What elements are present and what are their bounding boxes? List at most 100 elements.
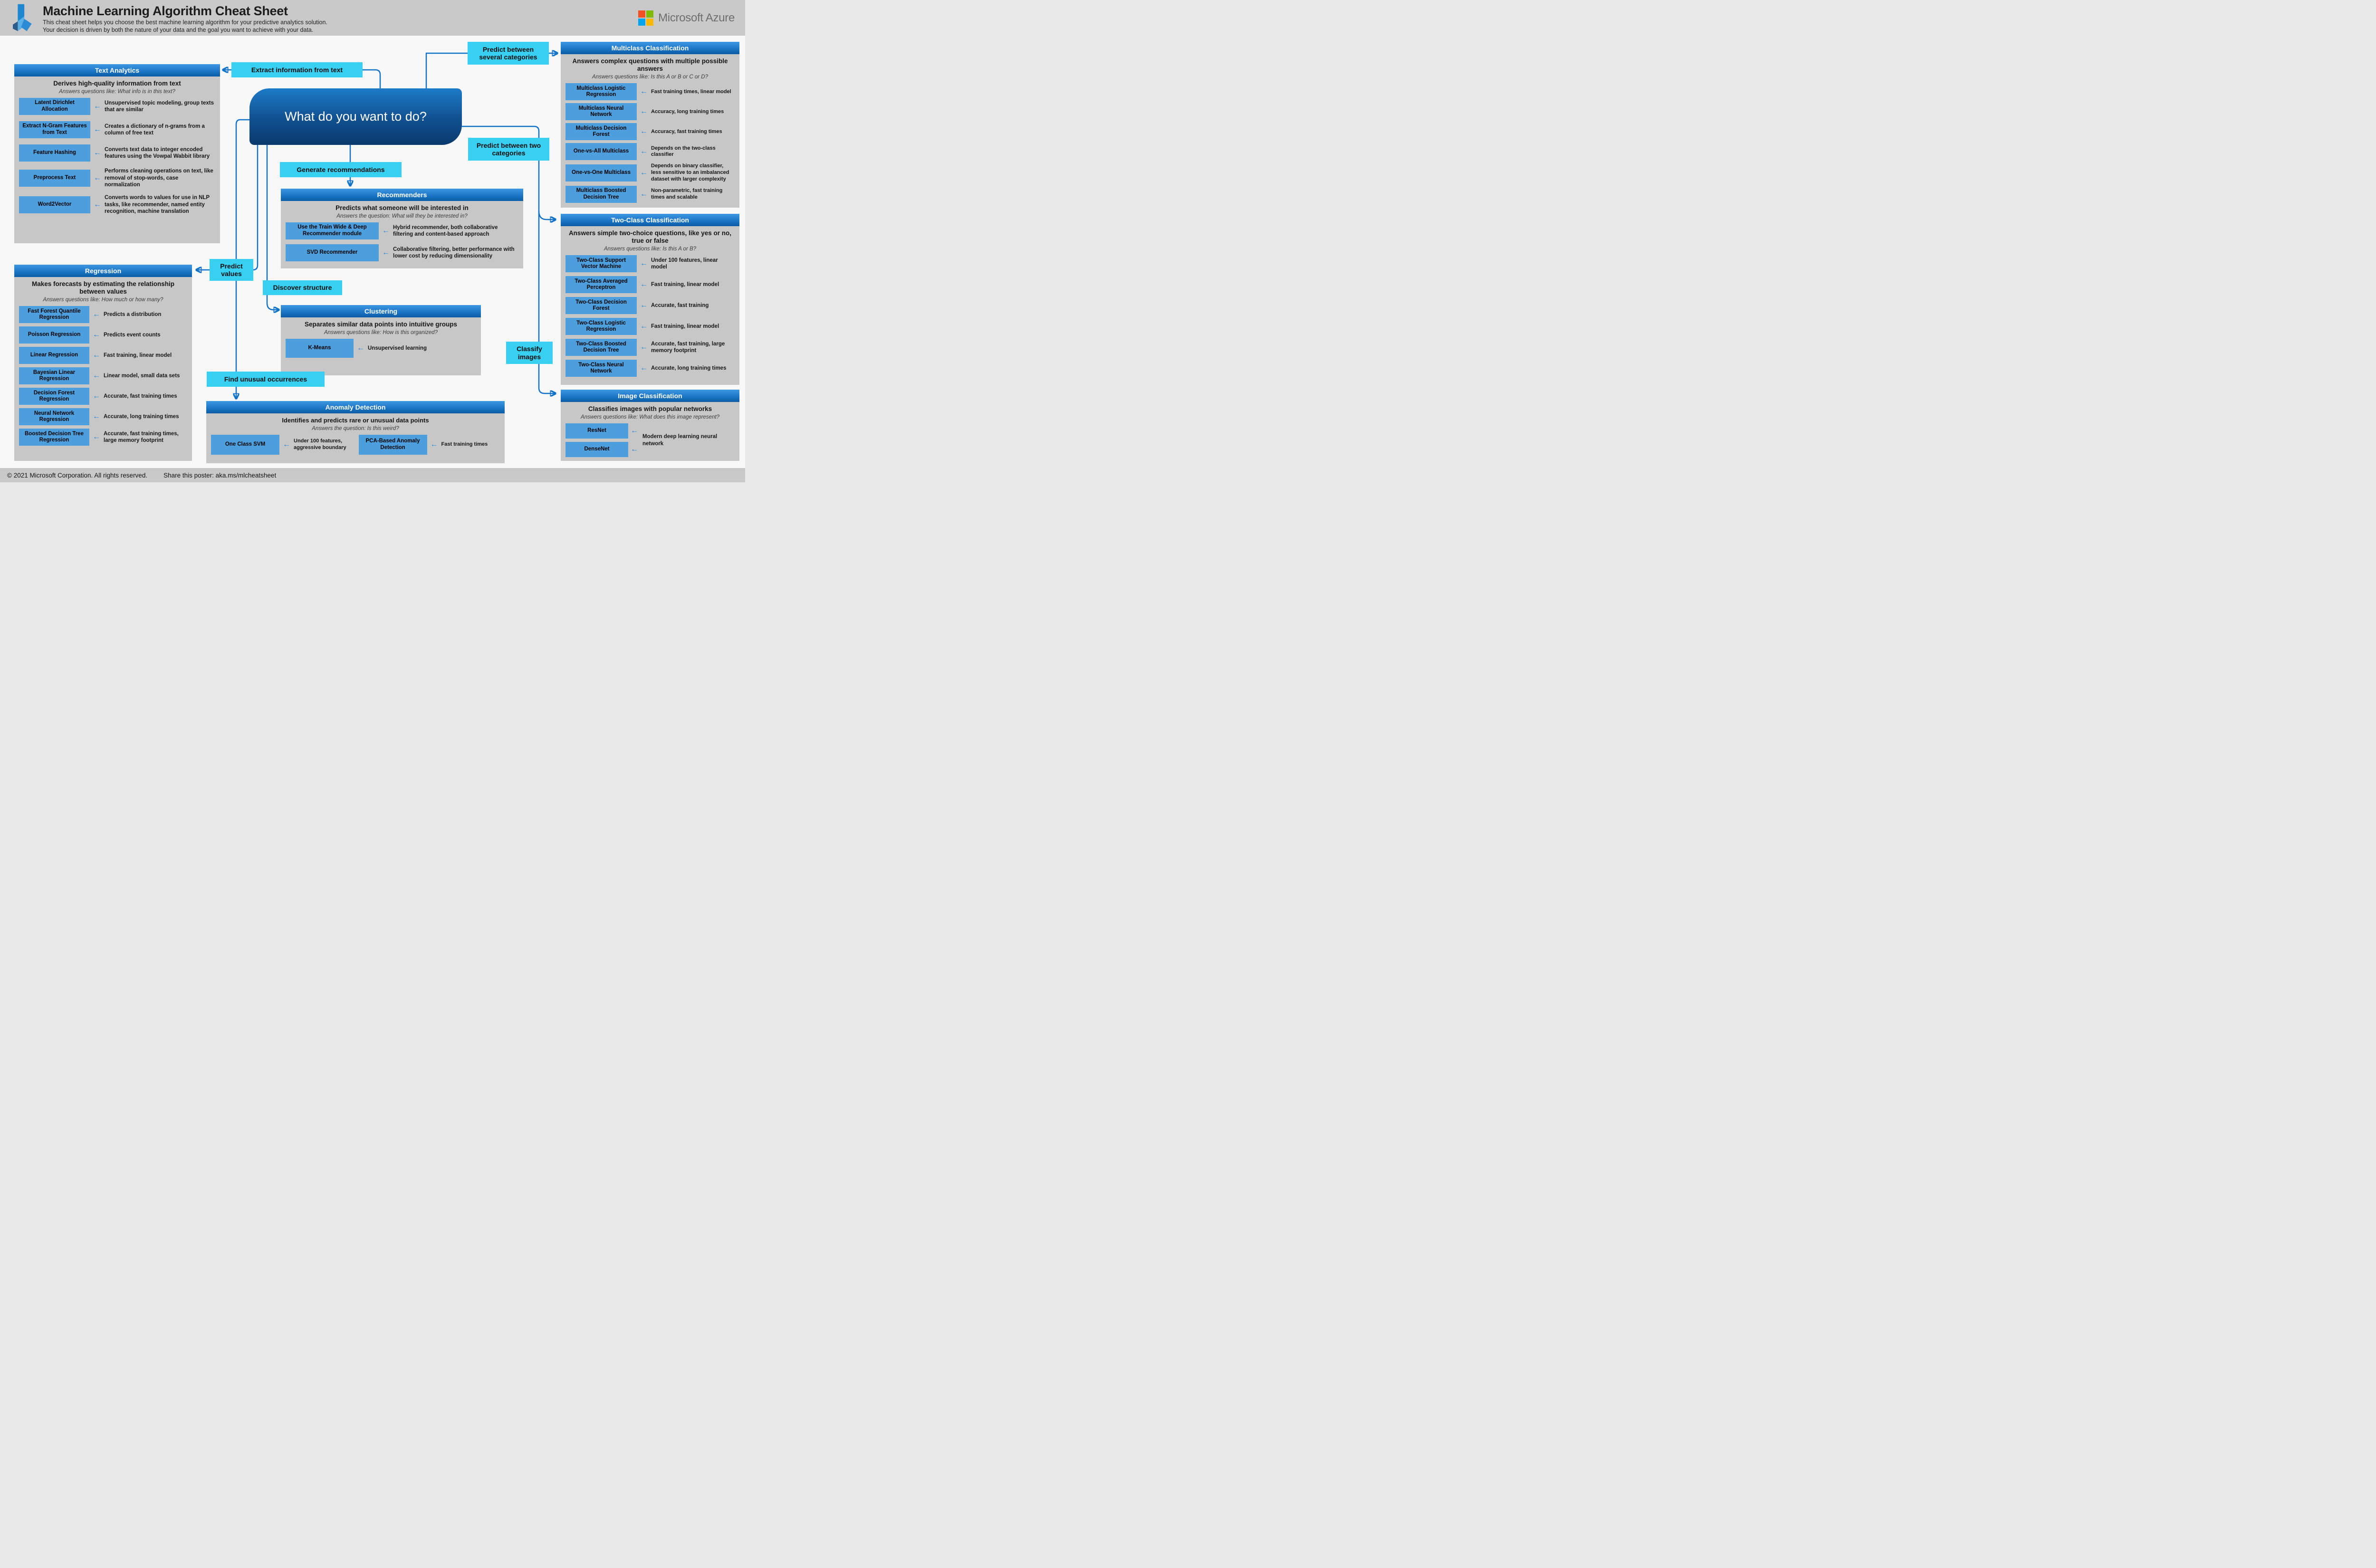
algorithm-box[interactable]: Multiclass Decision Forest: [565, 123, 637, 141]
section-body: Identifies and predicts rare or unusual …: [206, 413, 505, 463]
algorithm-box[interactable]: SVD Recommender: [286, 244, 379, 262]
algorithm-item: Multiclass Neural Network←Accuracy, long…: [565, 103, 735, 121]
poster-footer: © 2021 Microsoft Corporation. All rights…: [0, 468, 745, 482]
algorithm-box[interactable]: Two-Class Logistic Regression: [565, 318, 637, 335]
section-text-analytics: Text Analytics Derives high-quality info…: [14, 64, 220, 243]
algorithm-list: Two-Class Support Vector Machine←Under 1…: [565, 255, 735, 377]
algorithm-list: Fast Forest Quantile Regression ← Predicts…: [19, 306, 187, 446]
left-arrow-icon: ←: [640, 107, 648, 116]
left-arrow-icon: ←: [640, 147, 648, 156]
algorithm-box[interactable]: Feature Hashing: [19, 144, 90, 162]
algorithm-box[interactable]: Two-Class Averaged Perceptron: [565, 276, 637, 294]
algorithm-description: Creates a dictionary of n-grams from a c…: [105, 123, 205, 136]
subtitle-line-1: This cheat sheet helps you choose the be…: [43, 19, 327, 26]
algorithm-box[interactable]: Fast Forest Quantile Regression: [19, 306, 89, 324]
connector-node-to-anomaly-detection: [236, 119, 249, 398]
left-arrow-icon: ←: [640, 87, 648, 96]
section-question: Answers questions like: What info is in …: [59, 89, 175, 95]
algorithm-box[interactable]: One-vs-One Multiclass: [565, 164, 637, 182]
algorithm-box[interactable]: Neural Network Regression: [19, 408, 89, 426]
algorithm-list: K-Means←Unsupervised learning: [286, 339, 476, 358]
algorithm-item: Fast Forest Quantile Regression←Predicts…: [19, 306, 187, 324]
algorithm-item: Linear Regression←Fast training, linear …: [19, 347, 187, 364]
section-description: Makes forecasts by estimating the relati…: [31, 280, 175, 296]
algorithm-description: Non-parametric, fast training times and …: [651, 187, 723, 200]
left-arrow-icon: ←: [94, 149, 101, 157]
action-label-predict-values: Predict values: [210, 259, 253, 281]
ml-cheat-sheet-poster: Machine Learning Algorithm Cheat Sheet T…: [0, 0, 745, 482]
section-title: Text Analytics: [14, 64, 220, 76]
algorithm-item: Multiclass Logistic Regression←Fast trai…: [565, 83, 735, 101]
algorithm-box[interactable]: Two-Class Support Vector Machine: [565, 255, 637, 273]
section-title: Anomaly Detection: [206, 401, 505, 413]
algorithm-description: Unsupervised topic modeling, group texts…: [105, 100, 214, 113]
algorithm-box[interactable]: Decision Forest Regression: [19, 388, 89, 405]
left-arrow-icon: ←: [382, 249, 390, 257]
algorithm-box[interactable]: Use the Train Wide & Deep Recommender mo…: [286, 222, 379, 240]
algorithm-box[interactable]: ResNet: [565, 423, 628, 439]
algorithm-box[interactable]: Multiclass Neural Network: [565, 103, 637, 121]
algorithm-item: Word2Vector←Converts words to values for…: [19, 194, 215, 215]
section-body: Predicts what someone will be interested…: [281, 201, 523, 268]
algorithm-box[interactable]: Multiclass Logistic Regression: [565, 83, 637, 101]
share-link-text: Share this poster: aka.ms/mlcheatsheet: [163, 471, 277, 479]
section-description: Derives high-quality information from te…: [53, 80, 181, 87]
algorithm-description: Fast training times: [441, 441, 488, 447]
action-label-find-unusual-occurrences: Find unusual occurrences: [207, 372, 325, 387]
algorithm-box[interactable]: Two-Class Decision Forest: [565, 297, 637, 315]
section-body: Answers simple two-choice questions, lik…: [561, 226, 739, 385]
algorithm-item: Two-Class Boosted Decision Tree←Accurate…: [565, 339, 735, 356]
microsoft-logo-icon: [638, 10, 654, 26]
algorithm-box[interactable]: Poisson Regression: [19, 326, 89, 344]
left-arrow-icon: ←: [640, 343, 648, 352]
algorithm-box[interactable]: Bayesian Linear Regression: [19, 367, 89, 385]
algorithm-description: Predicts event counts: [104, 332, 161, 338]
left-arrow-icon: ←: [93, 310, 100, 319]
algorithm-box[interactable]: Two-Class Neural Network: [565, 360, 637, 377]
section-multiclass-classification: Multiclass Classification Answers comple…: [561, 42, 739, 208]
left-arrow-icon: ←: [94, 102, 101, 111]
algorithm-item: One Class SVM ← Under 100 features, aggres…: [211, 434, 353, 455]
algorithm-item: Multiclass Decision Forest←Accuracy, fas…: [565, 123, 735, 141]
left-arrow-icon: ←: [94, 200, 101, 209]
section-question: Answers questions like: How is this orga…: [324, 330, 438, 336]
algorithm-description: Depends on binary classifier, less sensi…: [651, 163, 729, 182]
algorithm-box[interactable]: Two-Class Boosted Decision Tree: [565, 339, 637, 356]
left-arrow-icon: ←: [93, 372, 100, 380]
section-body: Derives high-quality information from te…: [14, 76, 220, 243]
algorithm-box[interactable]: Multiclass Boosted Decision Tree: [565, 185, 637, 203]
left-arrow-icon: ←: [640, 127, 648, 136]
algorithm-box[interactable]: Linear Regression: [19, 347, 89, 364]
algorithm-description: Performs cleaning operations on text, li…: [105, 168, 213, 188]
algorithm-description: Accurate, fast training times, large mem…: [104, 431, 179, 444]
algorithm-box[interactable]: One Class SVM: [211, 434, 279, 455]
left-arrow-icon: ←: [93, 331, 100, 339]
title-block: Machine Learning Algorithm Cheat Sheet T…: [43, 4, 327, 34]
section-question: Answers questions like: What does this i…: [580, 414, 720, 421]
algorithm-box[interactable]: Boosted Decision Tree Regression: [19, 429, 89, 446]
action-label-classify-images: Classify images: [506, 342, 553, 364]
algorithm-box[interactable]: K-Means: [286, 339, 354, 358]
algorithm-box[interactable]: DenseNet: [565, 442, 628, 458]
algorithm-description: Fast training, linear model: [651, 282, 719, 288]
section-regression: Regression Makes forecasts by estimating…: [14, 265, 192, 461]
algorithm-description: Accurate, fast training: [651, 303, 709, 309]
algorithm-box[interactable]: Latent Dirichlet Allocation: [19, 98, 90, 115]
algorithm-box[interactable]: Preprocess Text: [19, 169, 90, 187]
algorithm-list: Use the Train Wide & Deep Recommender mo…: [286, 222, 518, 262]
algorithm-box[interactable]: PCA-Based Anomaly Detection: [358, 434, 427, 455]
algorithm-item: Use the Train Wide & Deep Recommender mo…: [286, 222, 518, 240]
algorithm-description: Under 100 features, aggressive boundary: [294, 438, 346, 450]
section-body: Answers complex questions with multiple …: [561, 54, 739, 208]
left-arrow-icon: ←: [640, 259, 648, 268]
algorithm-item: Bayesian Linear Regression ← Linear model,…: [19, 367, 187, 385]
algorithm-list: One Class SVM ← Under 100 features, aggres…: [211, 434, 500, 455]
algorithm-item: Feature Hashing←Converts text data to in…: [19, 144, 215, 162]
left-arrow-icon: ←: [283, 440, 290, 449]
algorithm-box[interactable]: Word2Vector: [19, 196, 90, 213]
algorithm-box[interactable]: Extract N-Gram Features from Text: [19, 121, 90, 139]
left-arrow-icon: ←: [640, 322, 648, 331]
algorithm-description: Linear model, small data sets: [104, 373, 180, 379]
algorithm-box[interactable]: One-vs-All Multiclass: [565, 143, 637, 161]
page-title: Machine Learning Algorithm Cheat Sheet: [43, 4, 288, 18]
